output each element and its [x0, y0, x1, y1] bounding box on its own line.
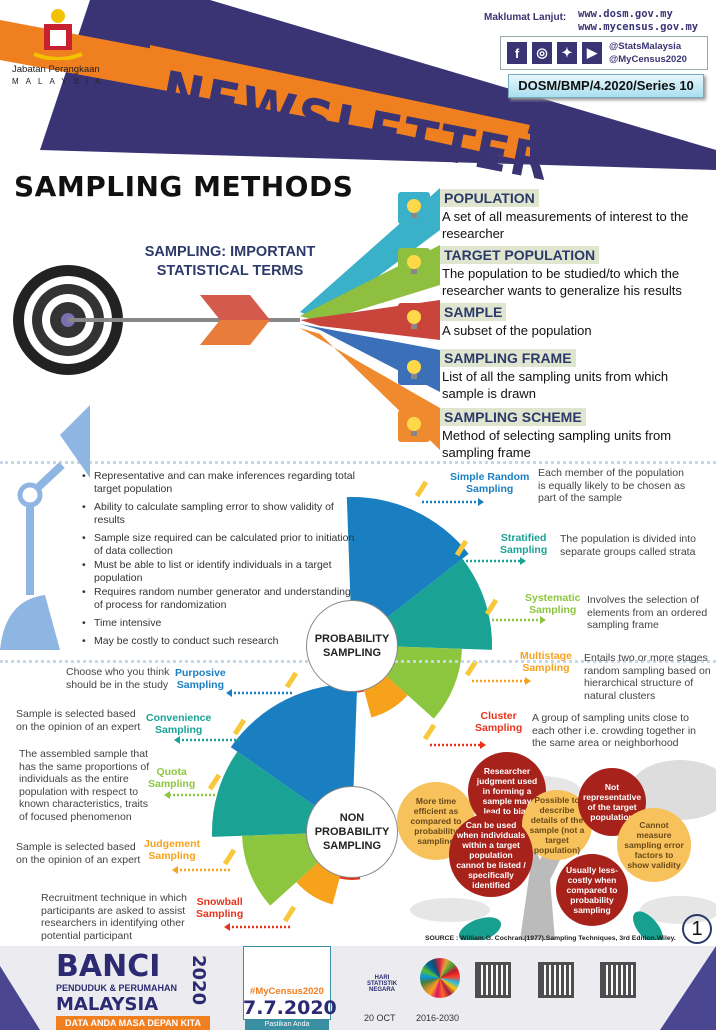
census-badge	[243, 946, 331, 1020]
page-number: 1	[682, 914, 712, 944]
pencil-icon	[414, 480, 429, 498]
handle-stats: @StatsMalaysia	[609, 41, 682, 52]
series-badge: DOSM/BMP/4.2020/Series 10	[508, 74, 704, 98]
desk-lamp-graphic	[0, 405, 90, 650]
source-citation: SOURCE : William G. Cochran.(1977).Sampl…	[425, 935, 676, 942]
sdg-logo	[420, 958, 460, 998]
qr-code[interactable]	[538, 962, 574, 998]
census-date: 7.7.2020	[243, 997, 337, 1019]
tagline: DATA ANDA MASA DEPAN KITA	[56, 1016, 210, 1030]
twitter-icon[interactable]: ✦	[557, 42, 577, 64]
divider	[0, 461, 716, 464]
method-description: A group of sampling units close to each …	[532, 712, 697, 749]
page-title: SAMPLING METHODS	[14, 170, 354, 203]
hashtag: #MyCensus2020	[250, 986, 324, 997]
banci-subtitle: PENDUDUK & PERUMAHAN	[56, 983, 178, 993]
mycensus-link[interactable]: www.mycensus.gov.my	[578, 21, 699, 33]
youtube-icon[interactable]: ▶	[582, 42, 602, 64]
banci-country: MALAYSIA	[56, 994, 159, 1015]
pencil-icon	[484, 598, 499, 616]
terms-heading: SAMPLING: IMPORTANT STATISTICAL TERMS	[144, 244, 316, 279]
hari-statistik-logo: HARI STATISTIK NEGARA	[366, 975, 398, 993]
tree-point: Not representative of the target populat…	[578, 768, 646, 836]
method-description: Entails two or more stages random sampli…	[584, 652, 711, 702]
tree-point: Cannot measure sampling error factors to…	[617, 808, 691, 882]
pencil-icon	[282, 905, 297, 923]
tree-point: Usually less-costly when compared to pro…	[556, 854, 628, 926]
lightbulb-icon	[398, 303, 430, 335]
qr-code[interactable]	[600, 962, 636, 998]
banci-logo-title: BANCI	[56, 949, 161, 984]
facebook-icon[interactable]: f	[507, 42, 527, 64]
stat-day: 20 OCT	[364, 1013, 396, 1023]
tree-point: Can be used when individuals within a ta…	[449, 813, 533, 897]
method-description: Involves the selection of elements from …	[587, 594, 708, 631]
arrow-head-icon	[480, 741, 486, 749]
lightbulb-icon	[398, 248, 430, 280]
pencil-icon	[207, 773, 222, 791]
lightbulb-icon	[398, 410, 430, 442]
dosm-link[interactable]: www.dosm.gov.my	[578, 8, 673, 20]
arrow-head-icon	[224, 923, 230, 931]
handle-census: @MyCensus2020	[609, 54, 687, 65]
method-description: Each member of the population is equally…	[538, 467, 686, 504]
header-banner	[0, 0, 716, 170]
lightbulb-icon	[398, 192, 430, 224]
website-links: www.dosm.gov.my www.mycensus.gov.my	[578, 8, 698, 34]
arrow-head-icon	[525, 677, 531, 685]
sdg-years: 2016-2030	[416, 1013, 460, 1023]
arrow-head-icon	[520, 557, 526, 565]
arrow-head-icon	[540, 616, 546, 624]
pencil-icon	[232, 718, 247, 736]
lightbulb-icon	[398, 353, 430, 385]
arrow-head-icon	[226, 689, 232, 697]
pencil-icon	[422, 723, 437, 741]
method-description: Choose who you think should be in the st…	[66, 666, 170, 691]
method-description: Recruitment technique in which participa…	[41, 892, 187, 942]
probability-characteristics: Representative and can make inferences r…	[82, 470, 357, 653]
banci-year: 2020	[188, 955, 209, 1006]
pencil-icon	[222, 848, 237, 866]
arrow-head-icon	[164, 791, 170, 799]
arrow-head-icon	[478, 498, 484, 506]
pencil-icon	[284, 671, 299, 689]
method-description: Sample is selected based on the opinion …	[16, 708, 141, 733]
qr-code[interactable]	[475, 962, 511, 998]
method-description: The assembled sample that has the same p…	[19, 748, 150, 823]
method-description: The population is divided into separate …	[560, 533, 697, 558]
malaysia-crest-logo	[28, 4, 88, 61]
instagram-icon[interactable]: ◎	[532, 42, 552, 64]
social-media-box: f ◎ ✦ ▶ @StatsMalaysia @MyCensus2020	[500, 36, 708, 70]
pencil-icon	[454, 539, 469, 557]
pastikan-label: Pastikan Anda	[245, 1020, 329, 1030]
arrow-head-icon	[174, 736, 180, 744]
more-info-label: Maklumat Lanjut:	[484, 12, 567, 23]
pencil-icon	[464, 659, 479, 677]
arrow-head-icon	[172, 866, 178, 874]
method-description: Sample is selected based on the opinion …	[16, 841, 141, 866]
